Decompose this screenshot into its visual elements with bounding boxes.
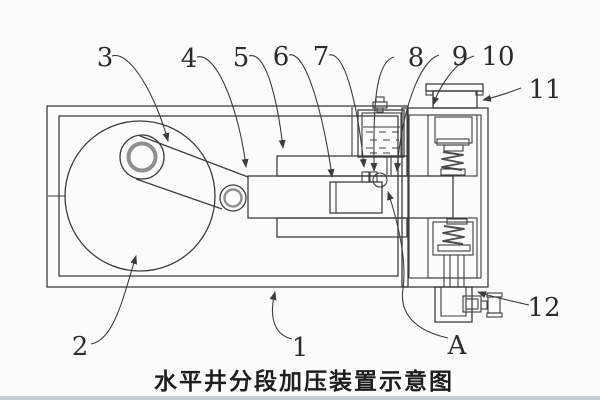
right-housing-outer bbox=[401, 107, 489, 288]
leader-A bbox=[387, 191, 449, 339]
spring-cage-lower bbox=[427, 217, 478, 279]
check-ball bbox=[372, 172, 388, 188]
callout-10: 10 bbox=[481, 42, 514, 72]
spring-cage-upper bbox=[427, 114, 478, 177]
piston-block bbox=[329, 181, 383, 214]
leader-3 bbox=[111, 55, 170, 142]
leader-8 bbox=[370, 56, 395, 172]
piston-assembly bbox=[247, 155, 454, 238]
callout-3: 3 bbox=[97, 43, 114, 73]
outlet-nozzle bbox=[462, 292, 503, 318]
discharge-rod bbox=[443, 255, 465, 287]
callout-2: 2 bbox=[72, 332, 89, 362]
leader-12 bbox=[477, 291, 530, 306]
crank-hub bbox=[119, 134, 165, 180]
nozzle-coupling-hatched bbox=[487, 296, 501, 314]
flywheel-crank bbox=[64, 120, 249, 272]
figure-caption: 水平井分段加压装置示意图 bbox=[154, 368, 454, 395]
liquid-marks bbox=[366, 131, 399, 154]
callout-8: 8 bbox=[408, 43, 425, 73]
crank-hub-ring bbox=[126, 141, 158, 173]
leader-11 bbox=[482, 87, 522, 102]
callout-1: 1 bbox=[292, 333, 309, 363]
callout-11: 11 bbox=[528, 75, 561, 105]
tank-shell bbox=[357, 109, 405, 158]
spring-damper-lower bbox=[432, 218, 474, 256]
liquid-tank bbox=[351, 96, 408, 158]
callout-12: 12 bbox=[527, 293, 560, 323]
rod-end-bearing-inner bbox=[223, 188, 243, 208]
callout-9: 9 bbox=[452, 42, 469, 72]
tank-cap-bolt bbox=[375, 96, 385, 103]
right-housing bbox=[401, 83, 489, 288]
leader-lines bbox=[90, 54, 530, 345]
leader-4 bbox=[196, 56, 249, 168]
connecting-rod-upper-edge bbox=[138, 134, 249, 178]
leader-5 bbox=[248, 55, 286, 149]
seal-pack-left bbox=[361, 171, 370, 183]
tank-inner-wall bbox=[361, 112, 402, 157]
piston-housing bbox=[247, 175, 454, 219]
leader-6 bbox=[288, 54, 335, 178]
mount-flange-cap bbox=[425, 83, 484, 109]
guide-rail-bottom bbox=[276, 217, 408, 238]
leader-1 bbox=[269, 291, 293, 340]
callout-A: A bbox=[447, 331, 468, 361]
leader-7 bbox=[328, 54, 367, 168]
connecting-rod-lower-edge bbox=[135, 178, 223, 210]
flywheel-disc bbox=[64, 120, 216, 272]
callout-6: 6 bbox=[273, 42, 290, 72]
lower-spring-coil bbox=[442, 225, 465, 245]
callout-4: 4 bbox=[181, 44, 198, 74]
callout-5: 5 bbox=[233, 43, 250, 73]
leader-9 bbox=[394, 54, 440, 172]
rod-end-bearing bbox=[219, 184, 247, 212]
machine-frame bbox=[46, 105, 409, 288]
callout-numbers: 3 4 5 6 7 8 9 10 11 12 1 2 A bbox=[72, 42, 562, 363]
upper-spring-coil bbox=[441, 151, 464, 171]
leader-10 bbox=[432, 55, 475, 106]
spring-damper-upper bbox=[434, 116, 473, 176]
callout-7: 7 bbox=[313, 42, 330, 72]
footer-strip bbox=[0, 396, 600, 400]
leader-2 bbox=[90, 255, 137, 345]
discharge-box bbox=[434, 286, 503, 323]
